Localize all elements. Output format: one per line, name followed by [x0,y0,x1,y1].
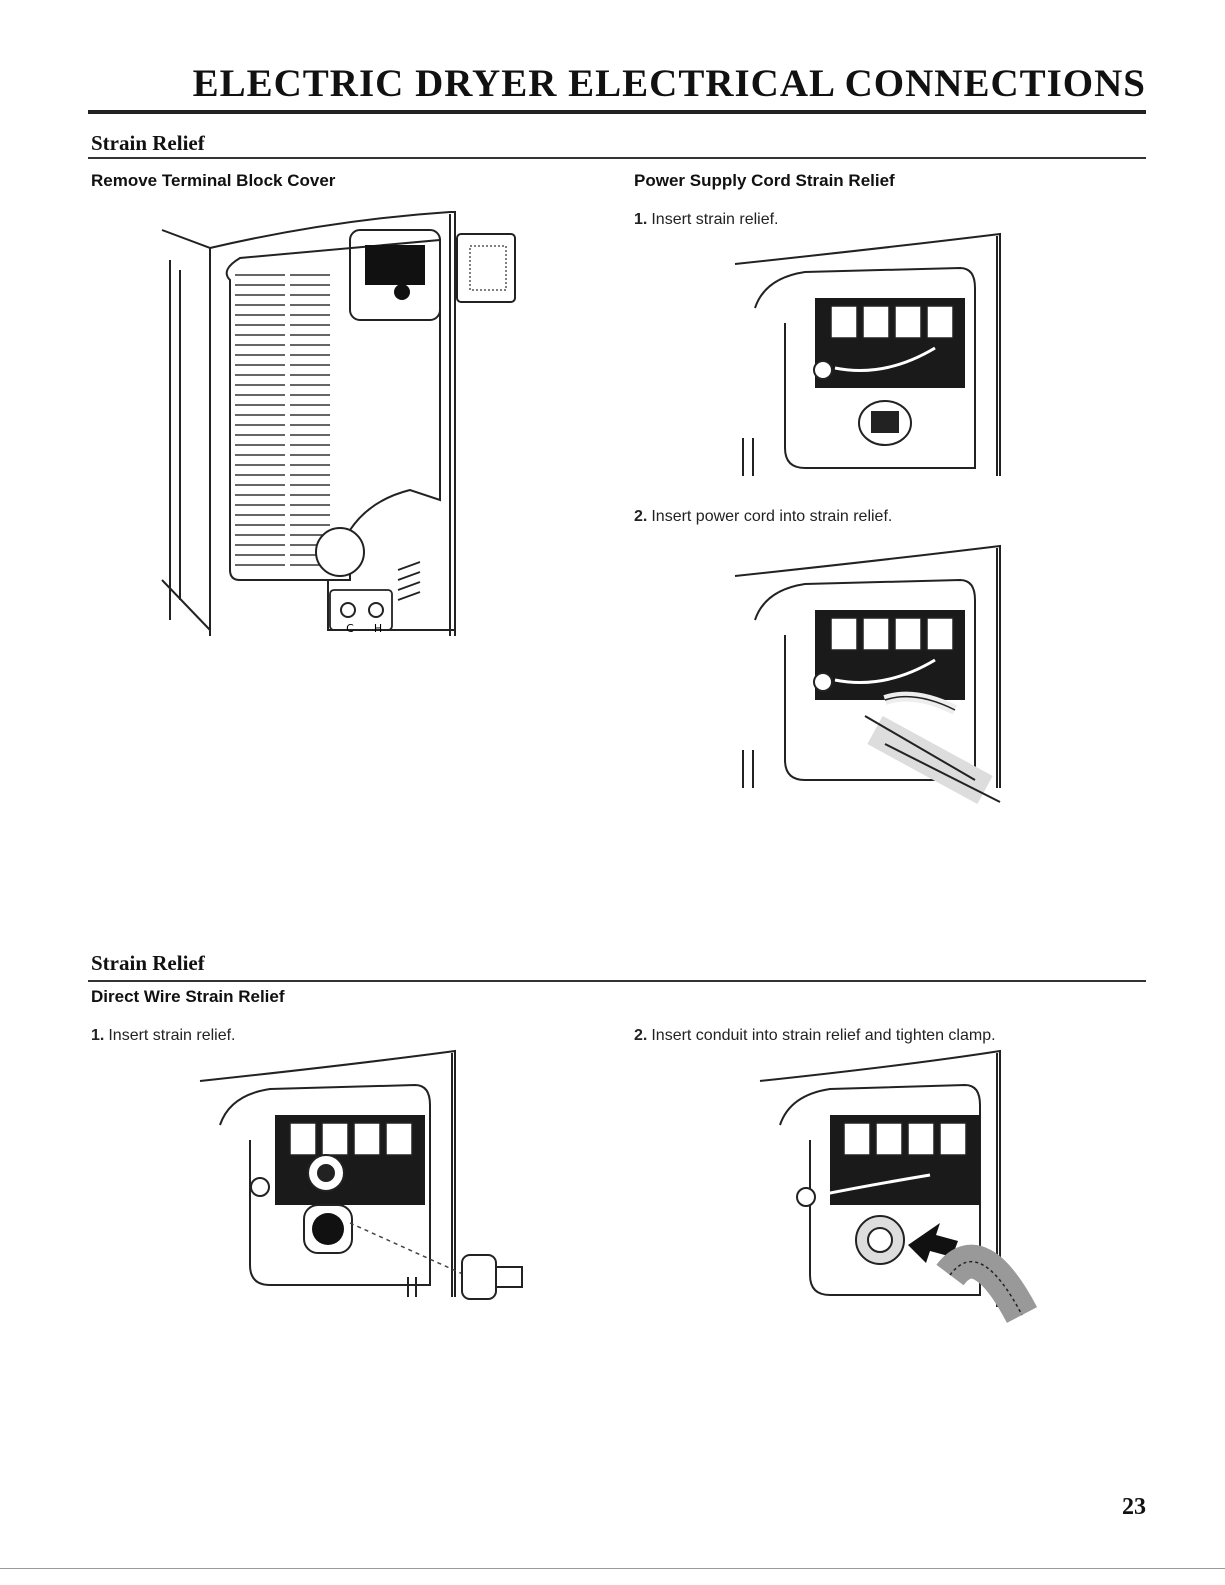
cold-label: C [346,622,354,635]
hot-label: H [374,622,382,635]
section-title-strain-relief-1: Strain Relief [91,131,205,155]
step-number: 1. [91,1027,105,1044]
step-number: 2. [634,508,648,525]
step-number: 2. [634,1027,648,1044]
step-text: Insert strain relief. [108,1027,236,1044]
dryer-back-illustration: C H [161,211,516,636]
page-number: 23 [1122,1494,1146,1520]
heading-power-supply-cord-strain-relief: Power Supply Cord Strain Relief [634,171,895,190]
page-title: ELECTRIC DRYER ELECTRICAL CONNECTIONS [192,62,1146,105]
heading-remove-terminal-block-cover: Remove Terminal Block Cover [91,171,336,190]
step-insert-power-cord: 2.Insert power cord into strain relief. [634,507,892,527]
section-rule-2 [88,980,1146,982]
step-text: Insert power cord into strain relief. [651,508,893,525]
direct-wire-strain-relief-illustration [199,1049,523,1300]
step-text: Insert conduit into strain relief and ti… [651,1027,996,1044]
step-insert-strain-relief-direct: 1.Insert strain relief. [91,1026,236,1046]
title-rule [88,110,1146,114]
terminal-strain-relief-illustration [734,232,1001,476]
conduit-illustration [759,1049,1038,1324]
section-title-strain-relief-2: Strain Relief [91,951,205,975]
bottom-rule [0,1568,1225,1569]
section-rule-1 [88,157,1146,159]
power-cord-illustration [734,544,1001,805]
step-insert-strain-relief: 1.Insert strain relief. [634,210,779,230]
step-number: 1. [634,211,648,228]
step-text: Insert strain relief. [651,211,779,228]
step-insert-conduit: 2.Insert conduit into strain relief and … [634,1026,996,1046]
heading-direct-wire-strain-relief: Direct Wire Strain Relief [91,987,285,1006]
